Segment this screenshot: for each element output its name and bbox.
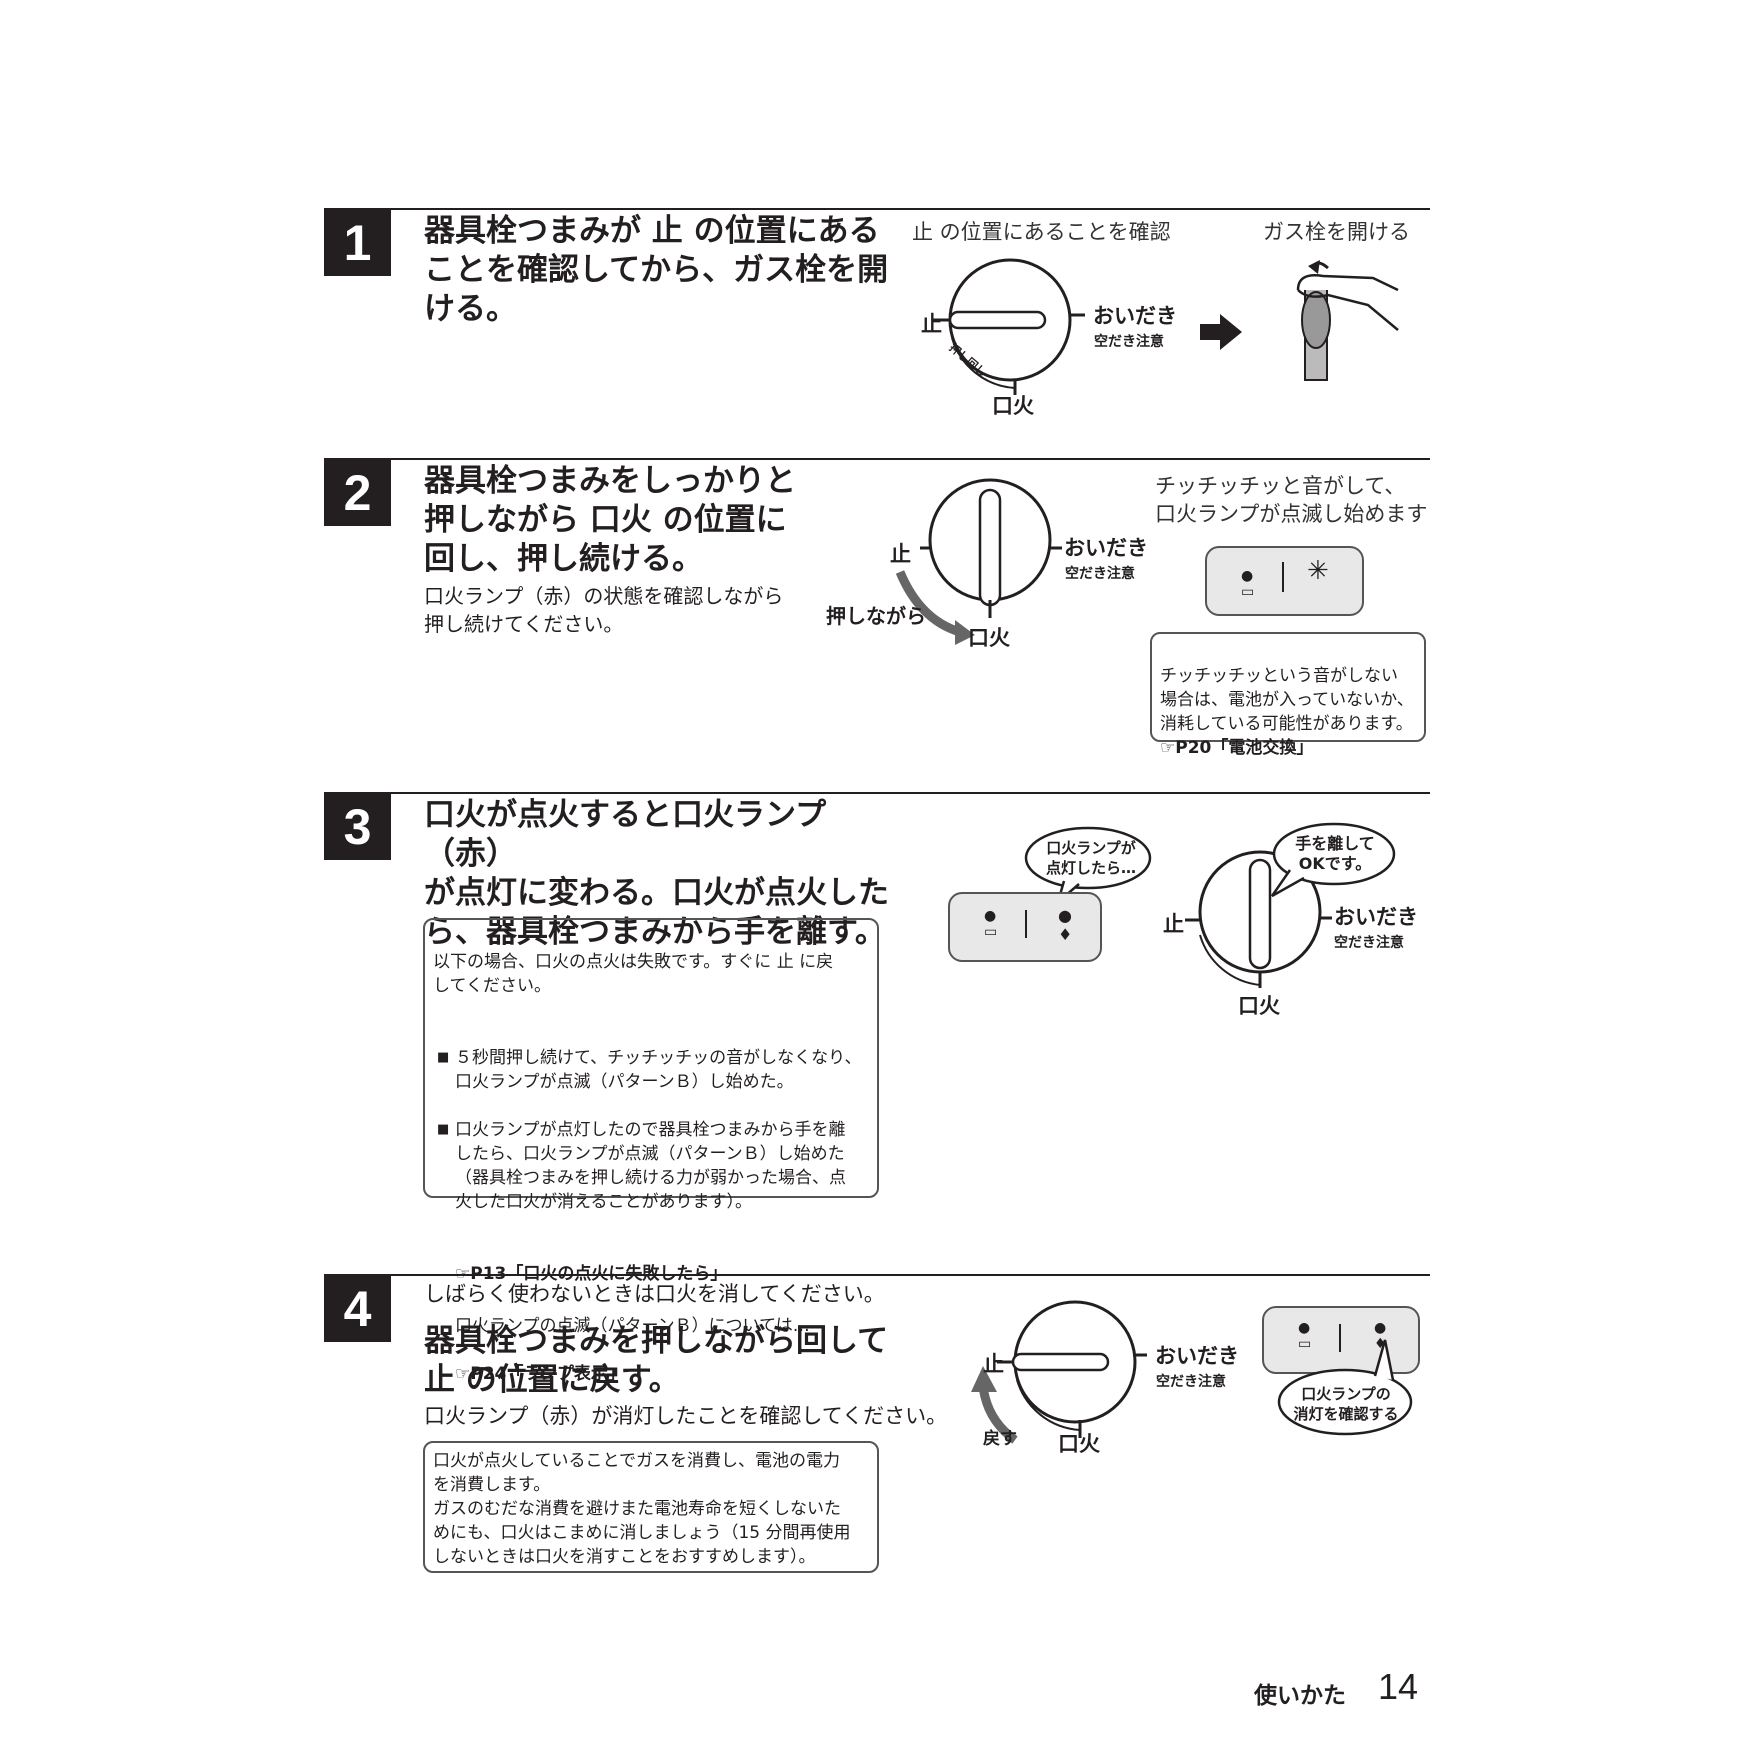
pilot-lamp-off-icon: ●♦ xyxy=(1374,1320,1387,1352)
step4-rule xyxy=(324,1274,1430,1276)
footer-section-label: 使いかた xyxy=(1254,1683,1346,1709)
divider xyxy=(1282,562,1284,592)
step4-pilot-label: 口火 xyxy=(1058,1432,1100,1456)
step1-stop-label: 止 xyxy=(921,312,942,336)
step1-oidaki-label: おいだき xyxy=(1093,304,1177,328)
pointing-hand-icon: ☞ xyxy=(455,1364,471,1384)
step3-karadaki-label: 空だき注意 xyxy=(1334,935,1404,951)
battery-lamp-icon: ●▭ xyxy=(1298,1320,1312,1352)
step2-pilot-label: 口火 xyxy=(968,626,1010,650)
step2-oidaki-label: おいだき xyxy=(1064,536,1148,560)
step2-note-text: チッチッチッという音がしない 場合は、電池が入っていないか、 消耗している可能性… xyxy=(1160,666,1414,734)
step4-note-box: 口火が点火していることでガスを消費し、電池の電力 を消費します。 ガスのむだな消… xyxy=(423,1441,879,1573)
divider xyxy=(1339,1324,1341,1352)
step1-number: 1 xyxy=(324,210,391,276)
step3-note-box: 以下の場合、口火の点火は失敗です。すぐに 止 に戻 してください。 ５秒間押し続… xyxy=(423,918,879,1384)
step1-knob-illustration xyxy=(932,258,1085,395)
battery-lamp-icon: ●▭ xyxy=(1241,568,1255,600)
step4-number: 4 xyxy=(324,1276,391,1342)
step2-body: 口火ランプ（赤）の状態を確認しながら 押し続けてください。 xyxy=(424,584,784,636)
battery-lamp-icon: ●▭ xyxy=(984,908,998,940)
step2-note-box: チッチッチッという音がしない 場合は、電池が入っていないか、 消耗している可能性… xyxy=(1150,632,1426,758)
step3-speech-bubble-right xyxy=(1270,822,1396,898)
pilot-lamp-blinking-icon: ✳ xyxy=(1307,556,1329,586)
list-item: 口火ランプが点灯したので器具栓つまみから手を離 したら、口火ランプが点滅（パター… xyxy=(433,1118,869,1214)
step3-note-line2: 口火ランプの点滅（パターンＢ）については… xyxy=(455,1316,810,1336)
step4-body: 口火ランプ（赤）が消灯したことを確認してください。 xyxy=(424,1404,948,1428)
step3-bubble-left-text: 口火ランプが 点灯したら… xyxy=(1045,839,1136,877)
pointing-hand-icon: ☞ xyxy=(1160,738,1176,758)
step3-speech-bubble-left xyxy=(1024,826,1152,906)
step3-note-ref2[interactable]: ☞P24「ランプ表示」 xyxy=(455,1364,625,1384)
step4-oidaki-label: おいだき xyxy=(1155,1344,1239,1368)
step1-caption-right: ガス栓を開ける xyxy=(1263,220,1410,244)
step2-title: 器具栓つまみをしっかりと 押しながら 口火 の位置に 回し、押し続ける。 xyxy=(424,463,796,577)
step1-rule xyxy=(324,208,1430,210)
step4-knob-illustration xyxy=(971,1300,1147,1444)
step3-bubble-right-text: 手を離して OKです。 xyxy=(1295,834,1375,873)
step2-rule xyxy=(324,458,1430,460)
step3-title: 口火が点火すると口火ランプ（赤） が点灯に変わる。口火が点火した ら、器具栓つま… xyxy=(424,797,889,950)
step1-karadaki-label: 空だき注意 xyxy=(1094,334,1164,350)
step3-rule xyxy=(324,792,1430,794)
step2-number: 2 xyxy=(324,460,391,526)
step4-bubble-text: 口火ランプの 消灯を確認する xyxy=(1293,1385,1399,1423)
step2-lamp-panel: ●▭ ✳ xyxy=(1205,546,1364,616)
step4-title: 器具栓つまみを押しながら回して 止 の位置に戻す。 xyxy=(424,1323,889,1398)
step2-stop-label: 止 xyxy=(890,542,911,566)
step4-stop-label: 止 xyxy=(983,1352,1004,1376)
step4-lamp-panel: ●▭ ●♦ xyxy=(1262,1306,1420,1374)
step3-stop-label: 止 xyxy=(1163,912,1184,936)
step2-karadaki-label: 空だき注意 xyxy=(1065,566,1135,582)
step2-note-ref[interactable]: ☞P20「電池交換」 xyxy=(1160,738,1314,758)
step3-oidaki-label: おいだき xyxy=(1334,905,1418,929)
step4-speech-bubble xyxy=(1277,1339,1413,1436)
step3-note-intro: 以下の場合、口火の点火は失敗です。すぐに 止 に戻 してください。 xyxy=(433,952,834,996)
gas-valve-hand-icon xyxy=(1296,260,1399,381)
pilot-lamp-lit-icon: ●♦ xyxy=(1058,906,1073,944)
step3-lamp-panel: ●▭ ●♦ xyxy=(948,892,1102,962)
step4-intro: しばらく使わないときは口火を消してください。 xyxy=(424,1282,885,1306)
step1-title: 器具栓つまみが 止 の位置にある ことを確認してから、ガス栓を開 ける。 xyxy=(424,213,889,327)
step3-pilot-label: 口火 xyxy=(1238,994,1280,1018)
divider xyxy=(1025,910,1027,938)
step3-number: 3 xyxy=(324,794,391,860)
step1-caption-left: 止 の位置にあることを確認 xyxy=(912,220,1171,244)
step1-pilot-label: 口火 xyxy=(992,394,1034,418)
step4-return-label: 戻す xyxy=(983,1429,1017,1449)
step3-note-list: ５秒間押し続けて、チッチッチッの音がしなくなり、 口火ランプが点滅（パターンＢ）… xyxy=(433,1022,869,1238)
list-item: ５秒間押し続けて、チッチッチッの音がしなくなり、 口火ランプが点滅（パターンＢ）… xyxy=(433,1046,869,1094)
step2-knob-illustration xyxy=(895,478,1062,645)
step2-pushing-label: 押しながら xyxy=(826,604,926,628)
step4-karadaki-label: 空だき注意 xyxy=(1156,1374,1226,1390)
step2-caption: チッチッチッと音がして、 口火ランプが点滅し始めます xyxy=(1155,474,1428,526)
arrow-right-icon xyxy=(1200,314,1242,350)
page-number: 14 xyxy=(1378,1666,1419,1707)
